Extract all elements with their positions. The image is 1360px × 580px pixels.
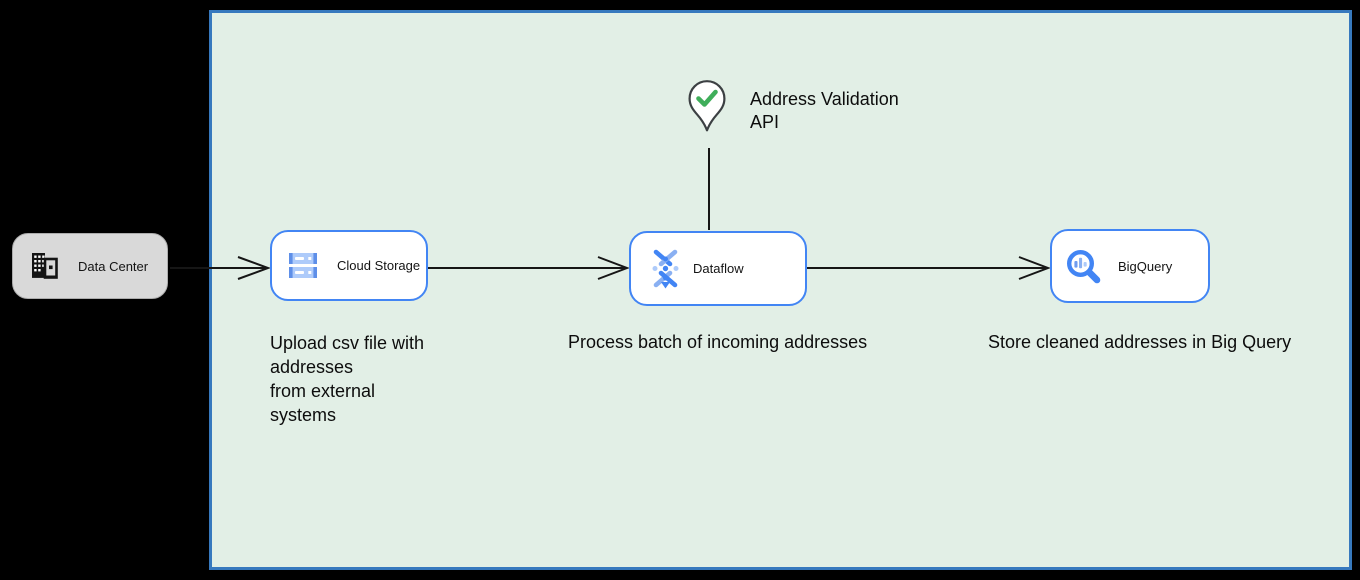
caption-bigquery: Store cleaned addresses in Big Query <box>988 332 1292 352</box>
caption-cloud-storage: Upload csv file with addresses from exte… <box>270 333 425 425</box>
dataflow-icon <box>652 249 679 289</box>
node-cloud-storage-label: Cloud Storage <box>337 258 421 273</box>
node-bigquery: BigQuery <box>1050 229 1210 303</box>
cloud-storage-icon <box>289 253 317 278</box>
node-dataflow: Dataflow <box>629 231 807 306</box>
caption-dataflow: Process batch of incoming addresses <box>568 332 868 352</box>
node-data-center-label: Data Center <box>78 258 149 274</box>
bigquery-icon <box>1066 249 1101 283</box>
annotation-address-validation-api: Address Validation API <box>750 89 899 132</box>
node-cloud-storage: Cloud Storage <box>270 230 428 301</box>
node-dataflow-label: Dataflow <box>693 261 744 276</box>
node-bigquery-label: BigQuery <box>1118 258 1173 274</box>
map-pin-check-icon <box>688 80 726 132</box>
node-data-center: Data Center <box>12 233 168 299</box>
building-icon <box>32 253 58 279</box>
